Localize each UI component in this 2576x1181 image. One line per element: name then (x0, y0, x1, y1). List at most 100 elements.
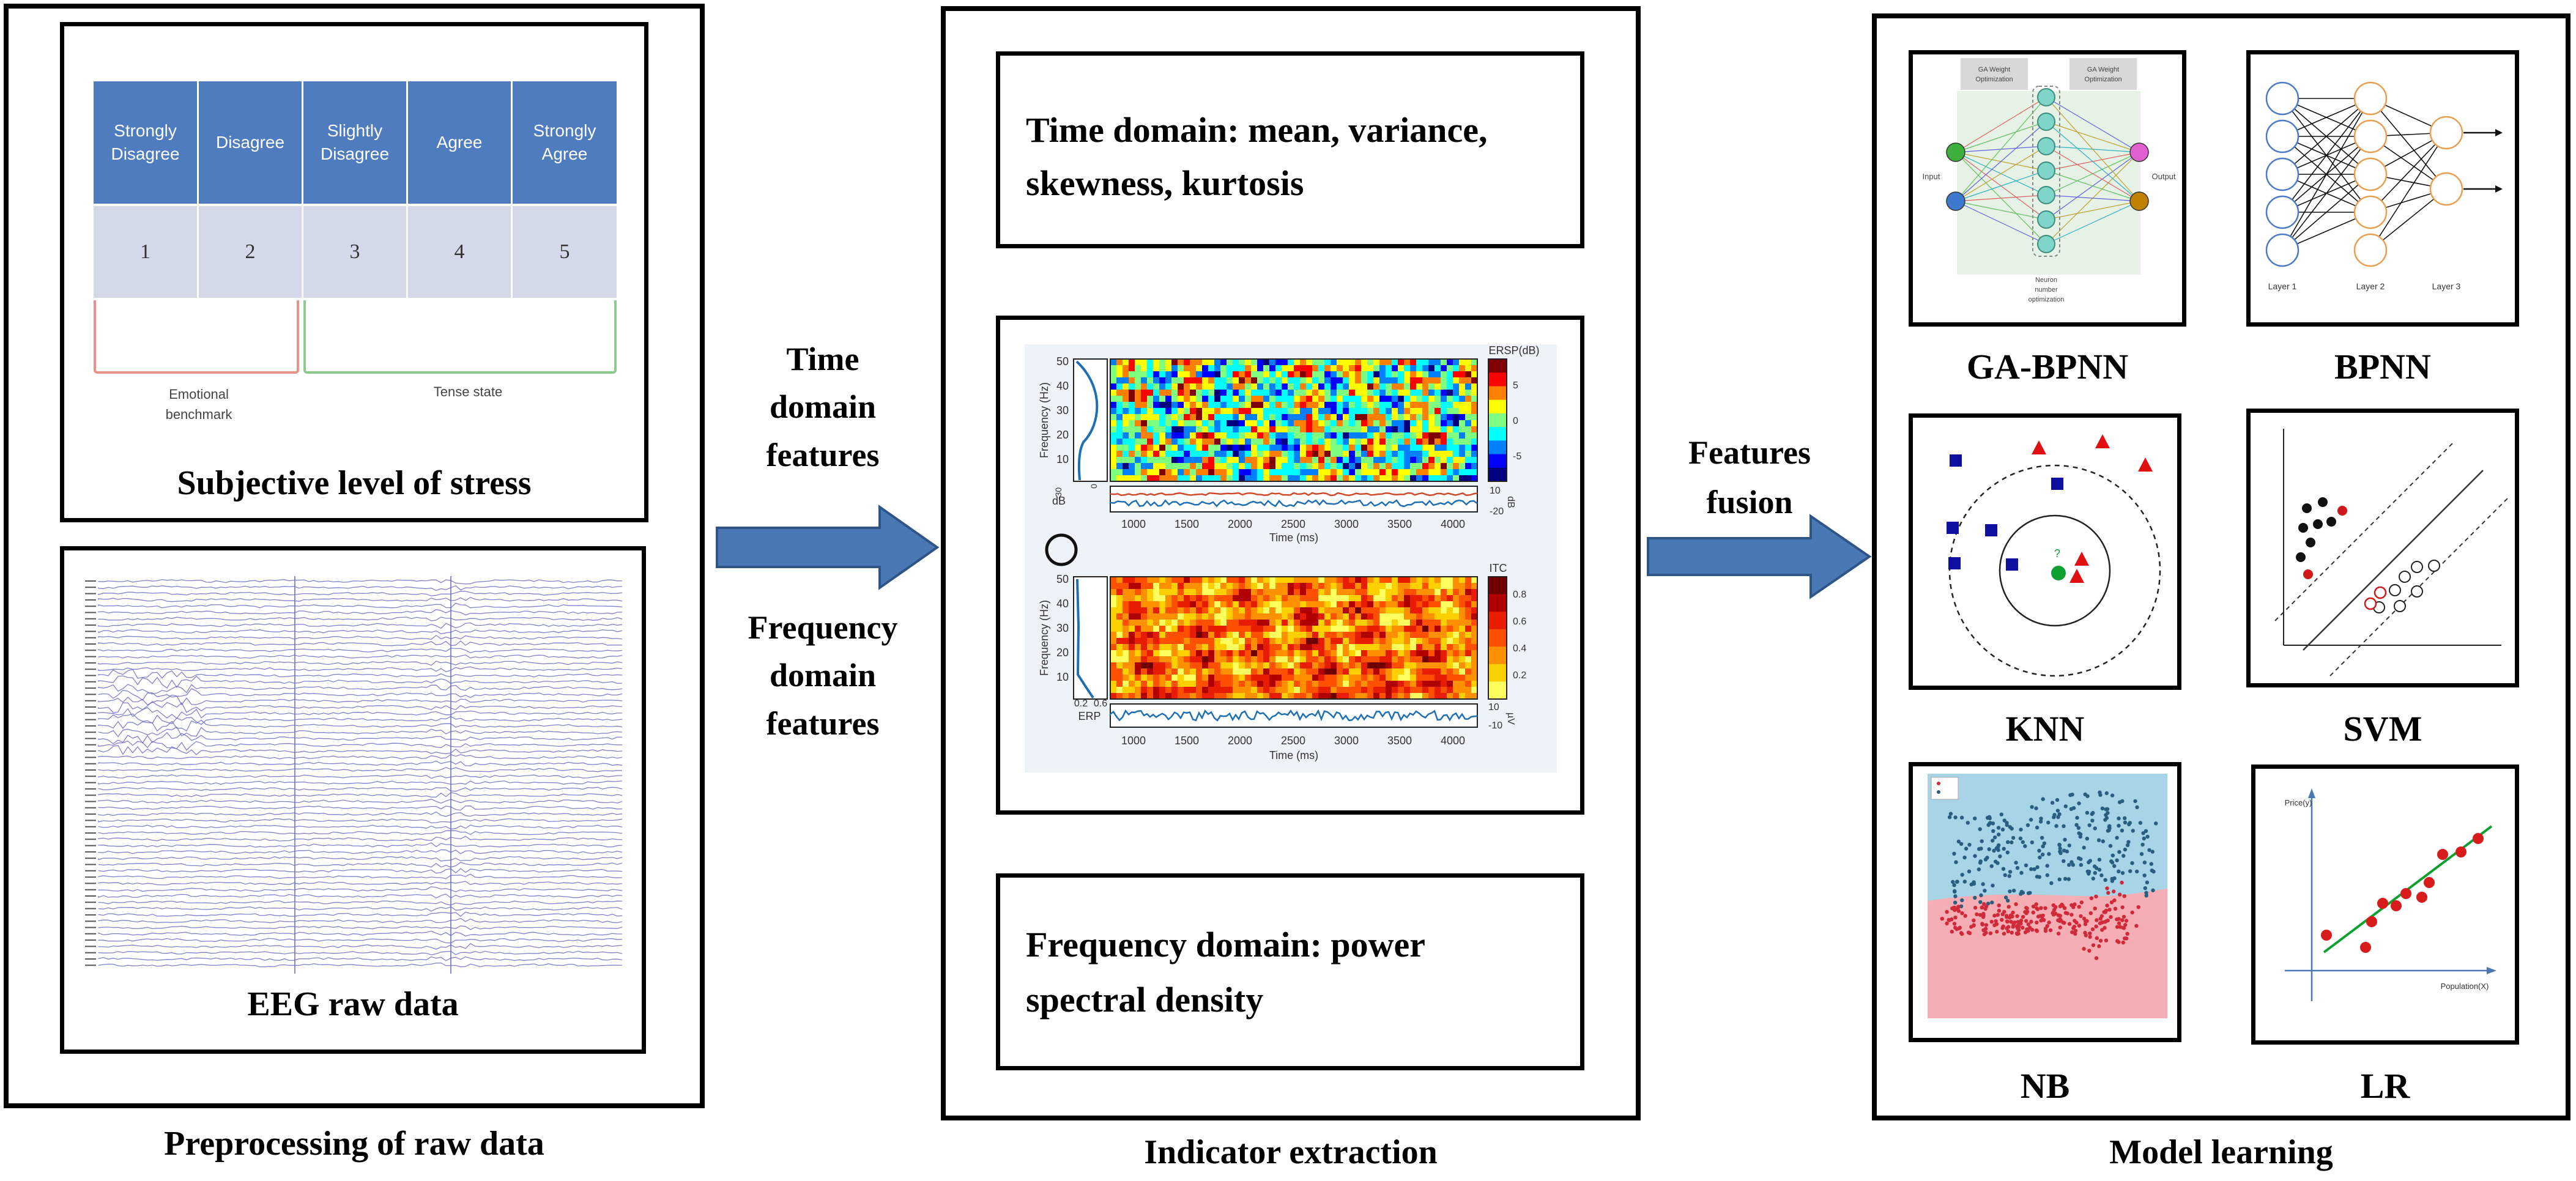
ersp-map-cell (1202, 390, 1208, 396)
itc-map-cell (1171, 601, 1178, 607)
itc-map-cell (1282, 595, 1288, 601)
itc-map-cell (1373, 644, 1379, 650)
itc-map-cell (1343, 601, 1349, 607)
ersp-map-cell (1110, 445, 1116, 451)
ersp-map-cell (1361, 475, 1367, 481)
ersp-map-cell (1373, 439, 1379, 445)
itc-map-cell (1171, 644, 1178, 650)
itc-map-cell (1202, 644, 1208, 650)
ersp-map-cell (1465, 432, 1471, 439)
ga-connection (1955, 146, 2047, 202)
itc-map-cell (1196, 601, 1202, 607)
nb-class-b-point (1992, 913, 1997, 918)
itc-map-cell (1110, 693, 1116, 699)
itc-map-cell (1447, 632, 1453, 638)
itc-map-cell (1129, 675, 1135, 681)
ersp-map-cell (1398, 445, 1404, 451)
ersp-map-cell (1343, 457, 1349, 463)
nb-class-a-point (1991, 883, 1995, 888)
ersp-map-cell (1202, 457, 1208, 463)
itc-map-cell (1110, 668, 1116, 675)
nb-class-b-point (2093, 906, 2097, 911)
nb-class-b-point (2123, 923, 2128, 927)
ersp-map-cell (1306, 390, 1312, 396)
ersp-map-cell (1214, 396, 1220, 402)
ersp-map-cell (1404, 475, 1410, 481)
itc-map-cell (1318, 595, 1324, 601)
ersp-map-cell (1239, 420, 1245, 426)
itc-map-cell (1428, 687, 1435, 693)
itc-map-cell (1398, 693, 1404, 699)
ersp-map-cell (1171, 359, 1178, 365)
ersp-map-cell (1447, 439, 1453, 445)
itc-map-cell (1361, 687, 1367, 693)
ersp-map-cell (1300, 475, 1306, 481)
ersp-map-cell (1373, 371, 1379, 377)
itc-colorbar-segment (1488, 629, 1507, 648)
itc-map-cell (1453, 668, 1459, 675)
nb-class-a-point (1979, 893, 1983, 897)
ersp-map-cell (1379, 383, 1386, 390)
itc-map-cell (1135, 693, 1141, 699)
ersp-map-cell (1110, 365, 1116, 371)
itc-map-cell (1367, 632, 1373, 638)
itc-map-cell (1147, 681, 1153, 687)
itc-map-cell (1410, 662, 1416, 668)
ersp-map-cell (1435, 451, 1441, 457)
itc-map-cell (1288, 613, 1294, 620)
ersp-map-cell (1441, 463, 1447, 469)
bpnn-connection (2282, 136, 2371, 251)
itc-map-cell (1269, 644, 1275, 650)
itc-map-cell (1257, 589, 1263, 595)
itc-map-cell (1129, 693, 1135, 699)
itc-map-cell (1214, 577, 1220, 583)
db-tick: 0 (1089, 484, 1099, 489)
ersp-map-cell (1184, 377, 1190, 383)
itc-map-cell (1410, 693, 1416, 699)
itc-map-cell (1453, 687, 1459, 693)
lr-y-arrowhead (2308, 788, 2315, 798)
svm-class-b-point (2411, 585, 2423, 598)
ersp-map-cell (1220, 463, 1227, 469)
nb-class-a-point (2091, 876, 2095, 881)
ersp-map-cell (1251, 359, 1257, 365)
itc-colorbar-title: ITC (1490, 562, 1507, 574)
svm-class-b-point (2428, 560, 2440, 572)
ersp-map-cell (1373, 451, 1379, 457)
ersp-map-cell (1435, 390, 1441, 396)
itc-map-cell (1159, 650, 1165, 656)
itc-map-cell (1337, 693, 1343, 699)
ersp-map-cell (1294, 359, 1300, 365)
ersp-map-cell (1184, 445, 1190, 451)
ersp-map-cell (1306, 445, 1312, 451)
ersp-map-cell (1422, 475, 1428, 481)
eeg-channel-trace (98, 956, 623, 961)
ersp-map-cell (1129, 396, 1135, 402)
ersp-map-cell (1214, 359, 1220, 365)
itc-map-cell (1398, 687, 1404, 693)
ersp-map-cell (1116, 377, 1123, 383)
itc-map-cell (1441, 675, 1447, 681)
nb-class-b-point (1997, 903, 2001, 908)
nb-class-a-point (1978, 900, 1983, 905)
itc-map-cell (1190, 644, 1196, 650)
itc-map-cell (1459, 583, 1465, 589)
ga-hidden-neuron (2037, 137, 2055, 155)
itc-map-cell (1245, 644, 1251, 650)
ersp-map-cell (1129, 420, 1135, 426)
ersp-map-cell (1367, 371, 1373, 377)
ersp-map-cell (1471, 445, 1477, 451)
ersp-map-cell (1441, 402, 1447, 408)
itc-map-cell (1141, 656, 1147, 662)
ersp-map-cell (1294, 390, 1300, 396)
ersp-map-cell (1355, 432, 1361, 439)
itc-map-cell (1337, 626, 1343, 632)
nb-class-a-point (2103, 878, 2107, 882)
itc-map-cell (1300, 668, 1306, 675)
svm-hyperplane (2303, 470, 2484, 651)
ersp-map-cell (1251, 426, 1257, 432)
itc-map-cell (1367, 687, 1373, 693)
ersp-map-cell (1428, 432, 1435, 439)
